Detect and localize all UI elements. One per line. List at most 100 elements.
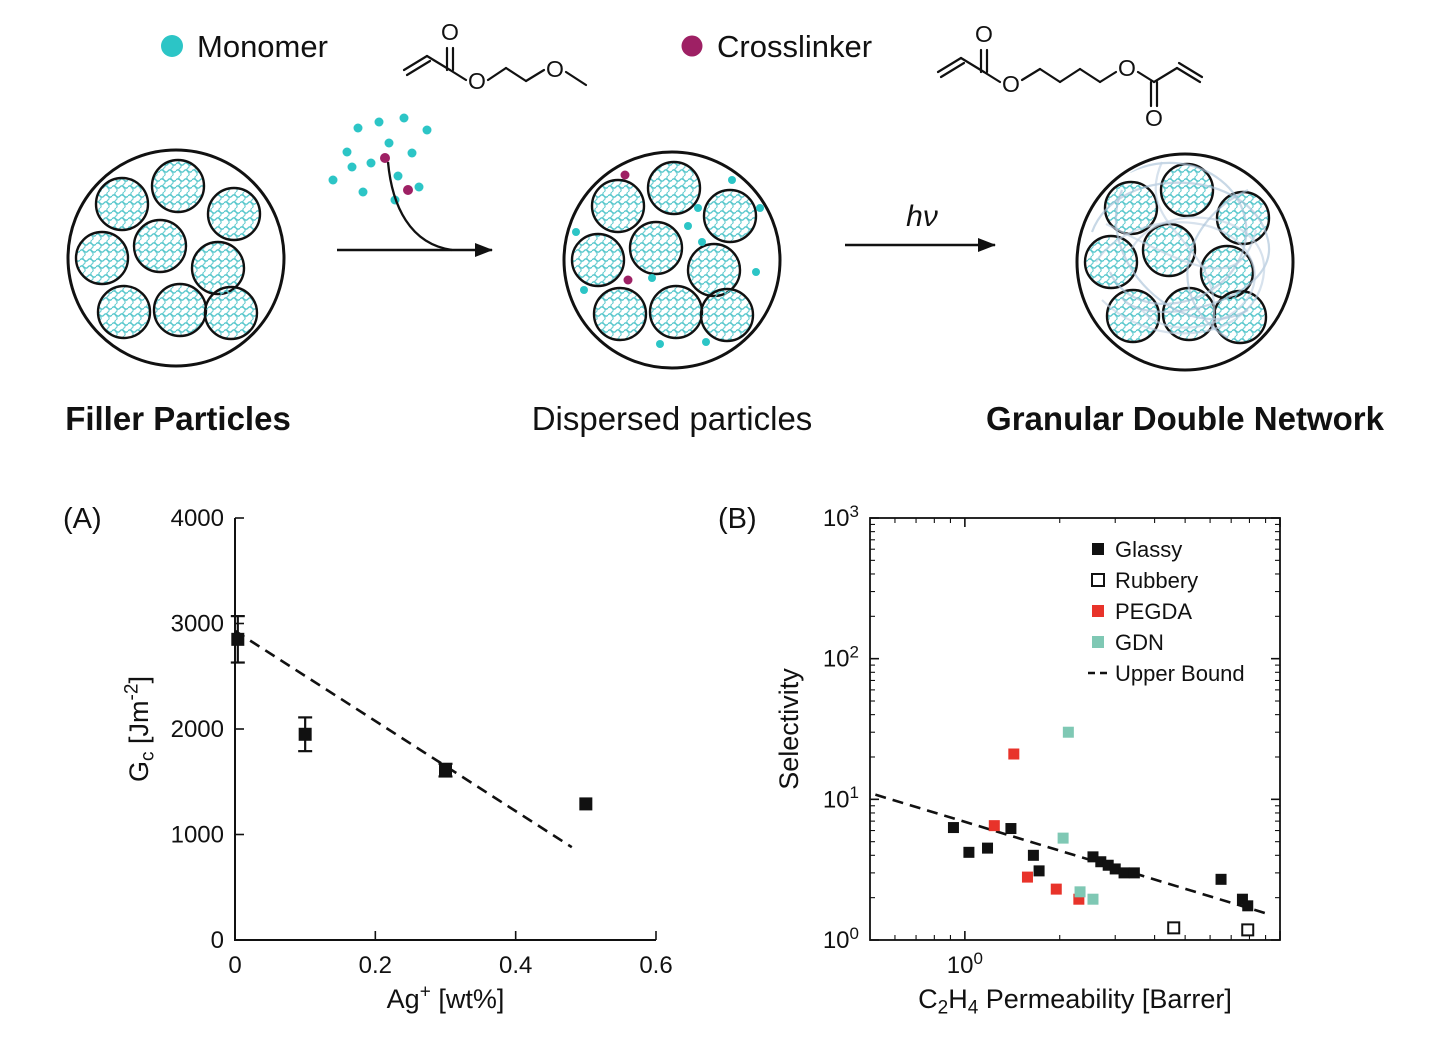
crosslinker-dot bbox=[623, 275, 633, 285]
monomer-dot bbox=[407, 148, 417, 158]
crosslinker-dot bbox=[620, 170, 630, 180]
monomer-dot bbox=[694, 204, 702, 212]
x-tick-label: 0 bbox=[228, 952, 241, 979]
monomer-dot bbox=[752, 268, 760, 276]
data-point bbox=[1033, 865, 1045, 877]
panel-label: (B) bbox=[718, 503, 757, 535]
legend-marker-square bbox=[1092, 543, 1104, 555]
crosslinker-ester-oxygen-left: O bbox=[1002, 71, 1020, 97]
legend-marker-square bbox=[1092, 605, 1104, 617]
y-tick-label: 1000 bbox=[171, 822, 224, 849]
monomer-dot bbox=[366, 158, 376, 168]
data-point bbox=[1167, 921, 1181, 935]
y-tick-label: 2000 bbox=[171, 716, 224, 743]
data-point bbox=[1050, 883, 1062, 895]
axis-ticks bbox=[870, 517, 1281, 941]
data-point bbox=[988, 820, 1000, 832]
legend-label: Upper Bound bbox=[1115, 661, 1245, 686]
y-axis-label: Selectivity bbox=[774, 668, 804, 790]
plot-frame bbox=[869, 517, 1281, 941]
crosslinker-carbonyl-oxygen-right: O bbox=[1145, 105, 1163, 131]
monomer-dot bbox=[702, 338, 710, 346]
monomer-legend-dot bbox=[161, 35, 183, 57]
crosslinker-carbonyl-oxygen-left: O bbox=[975, 21, 993, 47]
y-axis-label: Gc [Jm-2] bbox=[122, 676, 159, 782]
data-point bbox=[579, 797, 593, 811]
monomer-dot bbox=[728, 176, 736, 184]
monomer-dot bbox=[384, 138, 394, 148]
gdn-group bbox=[1075, 152, 1295, 372]
y-tick-label: 0 bbox=[211, 927, 224, 954]
y-tick-label: 4000 bbox=[171, 505, 224, 532]
crosslinker-dot bbox=[380, 153, 390, 163]
x-tick-label: 100 bbox=[947, 949, 983, 979]
monomer-ester-oxygen: O bbox=[468, 68, 486, 94]
monomer-label: Monomer bbox=[197, 29, 328, 64]
data-point bbox=[439, 763, 452, 777]
y-tick-label: 3000 bbox=[171, 611, 224, 638]
series-rubbery bbox=[1167, 921, 1255, 937]
data-point bbox=[1236, 893, 1248, 905]
monomer-dot bbox=[572, 228, 580, 236]
data-point bbox=[982, 842, 994, 854]
x-tick-label: 0.2 bbox=[359, 952, 392, 979]
monomer-dot bbox=[342, 147, 352, 157]
crosslinker-ester-oxygen-right: O bbox=[1118, 55, 1136, 81]
dispersed-free-dots bbox=[572, 170, 764, 348]
data-point bbox=[231, 632, 245, 646]
monomer-dot bbox=[399, 113, 409, 123]
monomer-dot bbox=[353, 123, 363, 133]
pour-curve bbox=[386, 161, 453, 252]
monomer-dot bbox=[656, 340, 664, 348]
monomer-dot bbox=[358, 187, 368, 197]
data-point bbox=[1073, 893, 1085, 905]
filler-inner-particles bbox=[74, 158, 262, 341]
data-point bbox=[1095, 856, 1107, 868]
series-pegda bbox=[988, 748, 1085, 905]
mixing-arrow-group bbox=[328, 113, 493, 257]
data-point bbox=[1027, 849, 1039, 861]
legend-marker-square bbox=[1092, 636, 1104, 648]
data-point bbox=[1215, 873, 1227, 885]
data-point bbox=[1109, 863, 1121, 875]
data-point bbox=[298, 727, 312, 741]
data-point bbox=[1062, 726, 1074, 738]
data-point bbox=[1118, 867, 1130, 879]
legend-label: GDN bbox=[1115, 630, 1164, 655]
series-gc bbox=[230, 615, 593, 811]
x-axis-label: C2H4 Permeability [Barrer] bbox=[918, 984, 1232, 1018]
data-point bbox=[1102, 859, 1114, 871]
axis-ticks bbox=[234, 517, 657, 941]
data-point bbox=[1128, 867, 1140, 879]
data-point bbox=[947, 822, 959, 834]
legend-label: Rubbery bbox=[1115, 568, 1198, 593]
y-tick-label: 100 bbox=[823, 924, 859, 954]
series-gdn bbox=[1057, 726, 1099, 905]
x-tick-label: 0.4 bbox=[499, 952, 532, 979]
monomer-carbonyl-oxygen: O bbox=[441, 19, 459, 45]
schematic: Monomer O O O Crosslinker bbox=[65, 19, 1384, 437]
crosslinker-dot bbox=[403, 185, 413, 195]
monomer-dot bbox=[580, 286, 588, 294]
data-point bbox=[1087, 893, 1099, 905]
data-point bbox=[1074, 886, 1086, 898]
data-point bbox=[1021, 871, 1033, 883]
legend-marker-open-square bbox=[1091, 573, 1105, 587]
data-point bbox=[1241, 923, 1255, 937]
monomer-dot bbox=[414, 182, 424, 192]
monomer-dot bbox=[698, 238, 706, 246]
plot-axes bbox=[234, 518, 656, 941]
monomer-structure-icon bbox=[402, 46, 588, 87]
network-strands bbox=[1090, 161, 1271, 339]
x-tick-label: 0.6 bbox=[639, 952, 672, 979]
uv-arrow-group: hν bbox=[845, 200, 996, 252]
axis-minor-ticks bbox=[870, 518, 1280, 940]
stage1-label: Filler Particles bbox=[65, 400, 291, 437]
line-linear-fit bbox=[234, 629, 573, 849]
crosslinker-structure-icon bbox=[936, 48, 1204, 108]
monomer-dot bbox=[347, 162, 357, 172]
